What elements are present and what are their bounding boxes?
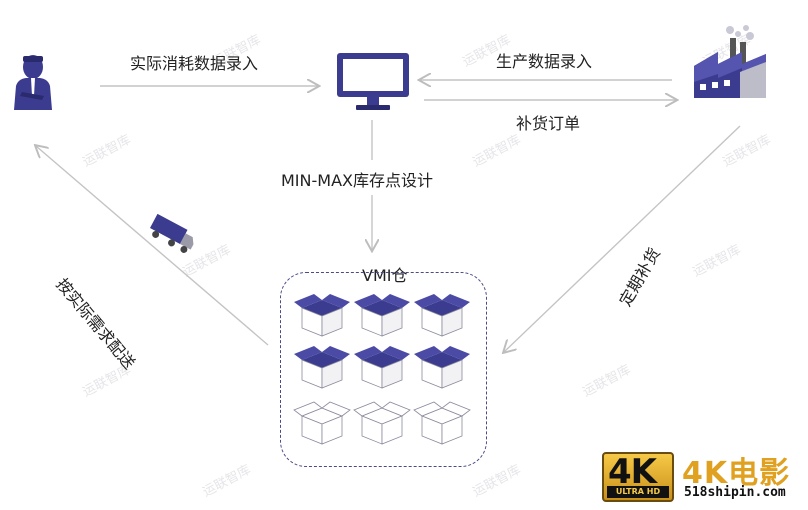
watermark-4k-logo: 4K ULTRA HD	[602, 452, 674, 502]
watermark-badge: 4K ULTRA HD 4K电影 518shipin.com	[602, 452, 798, 502]
vmi-inventory-boxes	[293, 293, 471, 445]
box-row-empty	[293, 401, 471, 445]
watermark-ultrahd-text: ULTRA HD	[607, 486, 669, 498]
label-production-data-entry: 生产数据录入	[496, 52, 593, 71]
arrow-vmi-to-customer	[36, 146, 269, 346]
box-row-full-2	[293, 345, 471, 389]
arrow-factory-to-vmi	[504, 125, 741, 352]
box-row-full-1	[293, 293, 471, 337]
vmi-warehouse-boundary	[280, 272, 487, 467]
computer-monitor-icon	[337, 53, 409, 110]
person-icon	[14, 55, 52, 110]
factory-icon	[694, 25, 766, 98]
watermark-url: 518shipin.com	[684, 485, 786, 500]
watermark-4k-text: 4K	[608, 452, 657, 492]
label-replenishment-order: 补货订单	[516, 114, 581, 133]
watermark-title: 4K电影	[682, 456, 791, 491]
label-vmi-warehouse: VMI仓	[358, 262, 412, 286]
label-min-max-design: MIN-MAX库存点设计	[281, 171, 433, 190]
delivery-truck-icon	[149, 213, 194, 253]
label-actual-consumption-entry: 实际消耗数据录入	[130, 54, 259, 73]
